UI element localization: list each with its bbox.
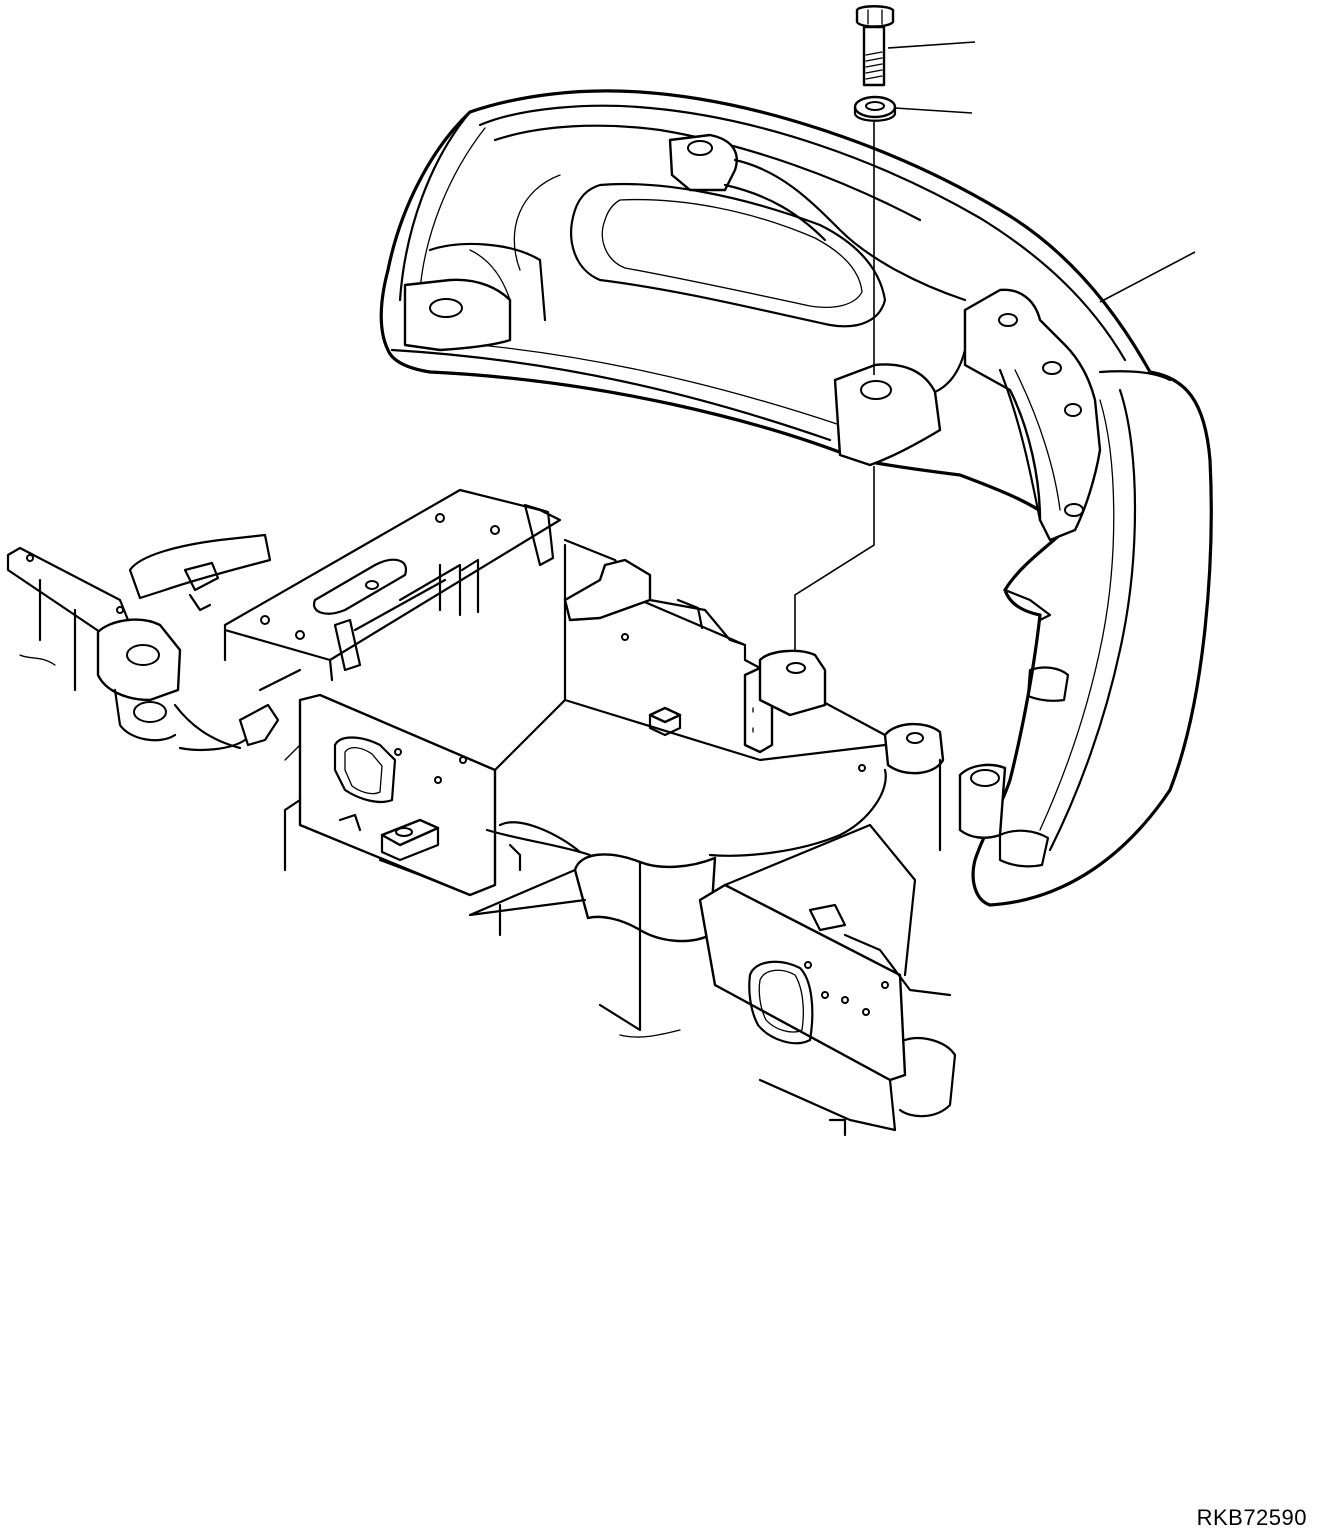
leader-lines — [794, 41, 1196, 650]
drawing-code-label: RKB72590 — [1196, 1505, 1307, 1530]
washer-icon — [853, 95, 897, 122]
bolt-icon — [855, 5, 895, 87]
counterweight-icon — [379, 89, 1213, 907]
frame-icon — [6, 488, 957, 1137]
